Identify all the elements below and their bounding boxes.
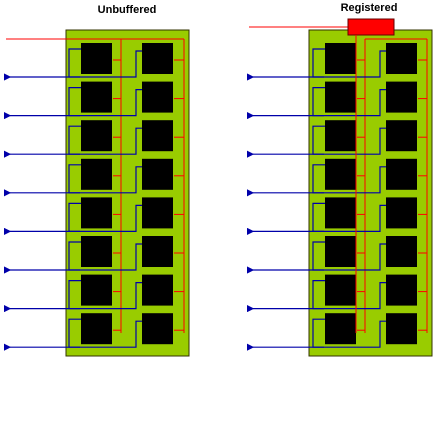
unbuffered-chip-left-4	[81, 158, 112, 190]
registered-register-chip	[347, 18, 395, 36]
registered-data-route-7	[312, 280, 386, 310]
registered-chip-left-6	[325, 236, 356, 267]
unbuffered-chip-left-8	[81, 313, 112, 345]
registered-chip-right-3	[386, 120, 417, 152]
unbuffered-chip-right-1	[142, 43, 173, 74]
unbuffered-data-route-6	[68, 241, 142, 271]
unbuffered-chip-left-7	[81, 274, 112, 306]
registered-chip-left-4	[325, 158, 356, 190]
unbuffered-chip-right-7	[142, 274, 173, 306]
unbuffered-chip-left-1	[81, 43, 112, 74]
unbuffered-chip-right-3	[142, 120, 173, 152]
registered-chip-right-5	[386, 197, 417, 229]
registered-title: Registered	[340, 2, 398, 14]
unbuffered-chip-left-2	[81, 81, 112, 113]
unbuffered-data-route-3	[68, 125, 142, 155]
unbuffered-data-route-8	[68, 318, 142, 348]
registered-chip-left-5	[325, 197, 356, 229]
registered-chip-right-4	[386, 158, 417, 190]
registered-chip-right-6	[386, 236, 417, 267]
registered-chip-left-8	[325, 313, 356, 345]
registered-data-route-2	[312, 86, 386, 117]
unbuffered-data-route-1	[68, 48, 142, 78]
registered-chip-right-2	[386, 81, 417, 113]
registered-chip-right-7	[386, 274, 417, 306]
unbuffered-data-route-5	[68, 202, 142, 232]
registered-data-route-5	[312, 202, 386, 232]
registered-data-route-3	[312, 125, 386, 155]
unbuffered-chip-right-5	[142, 197, 173, 229]
unbuffered-chip-right-4	[142, 158, 173, 190]
unbuffered-title: Unbuffered	[97, 4, 157, 16]
registered-chip-left-7	[325, 274, 356, 306]
unbuffered-chip-left-5	[81, 197, 112, 229]
unbuffered-chip-left-6	[81, 236, 112, 267]
unbuffered-data-route-4	[68, 164, 142, 194]
unbuffered-chip-left-3	[81, 120, 112, 152]
unbuffered-chip-right-6	[142, 236, 173, 267]
registered-data-route-1	[312, 48, 386, 78]
registered-chip-left-2	[325, 81, 356, 113]
registered-chip-left-1	[325, 43, 356, 74]
registered-chip-right-8	[386, 313, 417, 345]
registered-chip-left-3	[325, 120, 356, 152]
unbuffered-data-route-2	[68, 86, 142, 117]
unbuffered-chip-right-8	[142, 313, 173, 345]
registered-data-route-6	[312, 241, 386, 271]
unbuffered-data-route-7	[68, 280, 142, 310]
registered-chip-right-1	[386, 43, 417, 74]
registered-data-route-8	[312, 318, 386, 348]
registered-data-route-4	[312, 164, 386, 194]
unbuffered-chip-right-2	[142, 81, 173, 113]
